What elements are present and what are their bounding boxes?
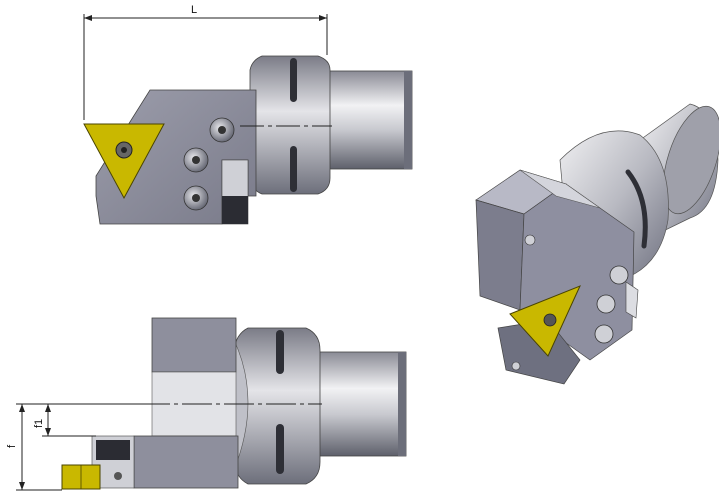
flange xyxy=(249,55,331,195)
front-upper-block xyxy=(151,317,237,373)
shank xyxy=(319,70,413,170)
f1-label: f1 xyxy=(33,419,45,428)
front-view: f f1 xyxy=(6,317,407,491)
front-lower-block xyxy=(133,435,239,489)
length-label: L xyxy=(191,4,197,16)
cutting-insert xyxy=(83,123,165,200)
height-dimensions: f f1 xyxy=(6,403,150,491)
length-dimension: L xyxy=(83,4,328,120)
iso-block-left xyxy=(475,199,525,311)
clamp-screws xyxy=(183,117,235,211)
top-view: L xyxy=(83,4,413,225)
f-label: f xyxy=(6,444,18,448)
isometric-view xyxy=(475,103,719,385)
front-shank xyxy=(315,351,407,457)
